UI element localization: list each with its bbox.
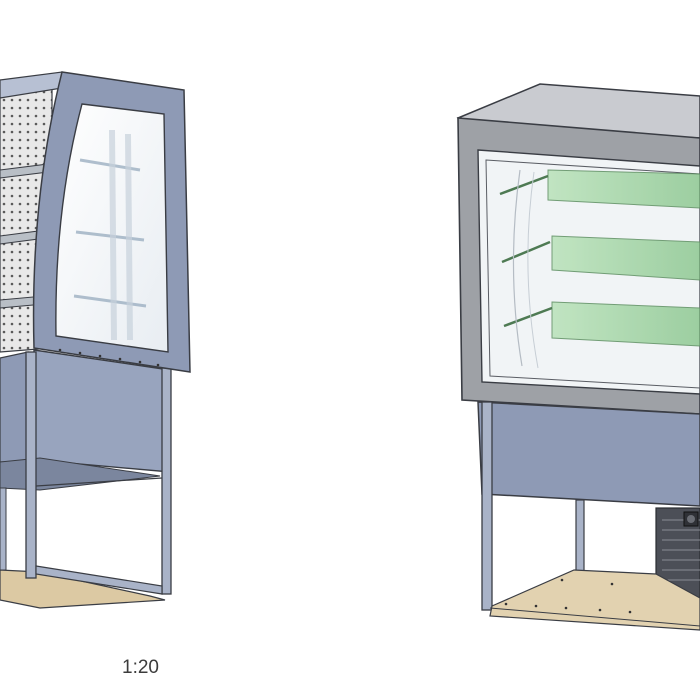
left-cabinet-bottom-rail: [35, 565, 163, 595]
left-display-cabinet: [0, 71, 191, 609]
left-cabinet-leg-right: [161, 367, 172, 595]
right-display-cabinet: [456, 83, 700, 631]
shelf-bottom: [551, 301, 700, 347]
right-cabinet-leg-middle: [575, 499, 585, 577]
left-cabinet-screws: [58, 348, 160, 367]
right-cabinet-leg-front: [481, 401, 493, 611]
left-cabinet-lower-panel-right: [33, 349, 171, 473]
shelf-top: [547, 169, 700, 209]
left-cabinet-lower-panel-left: [0, 351, 29, 463]
right-cabinet-green-shelves: [547, 169, 700, 347]
scale-label: 1:20: [122, 657, 159, 678]
shelf-middle: [551, 235, 700, 281]
right-cabinet-shelf-brackets: [499, 174, 553, 328]
right-cabinet-lower-panel: [477, 401, 700, 507]
right-cabinet-screws: [504, 578, 632, 614]
right-cabinet-base-floor: [489, 569, 700, 631]
left-cabinet-leg-front: [25, 351, 37, 579]
